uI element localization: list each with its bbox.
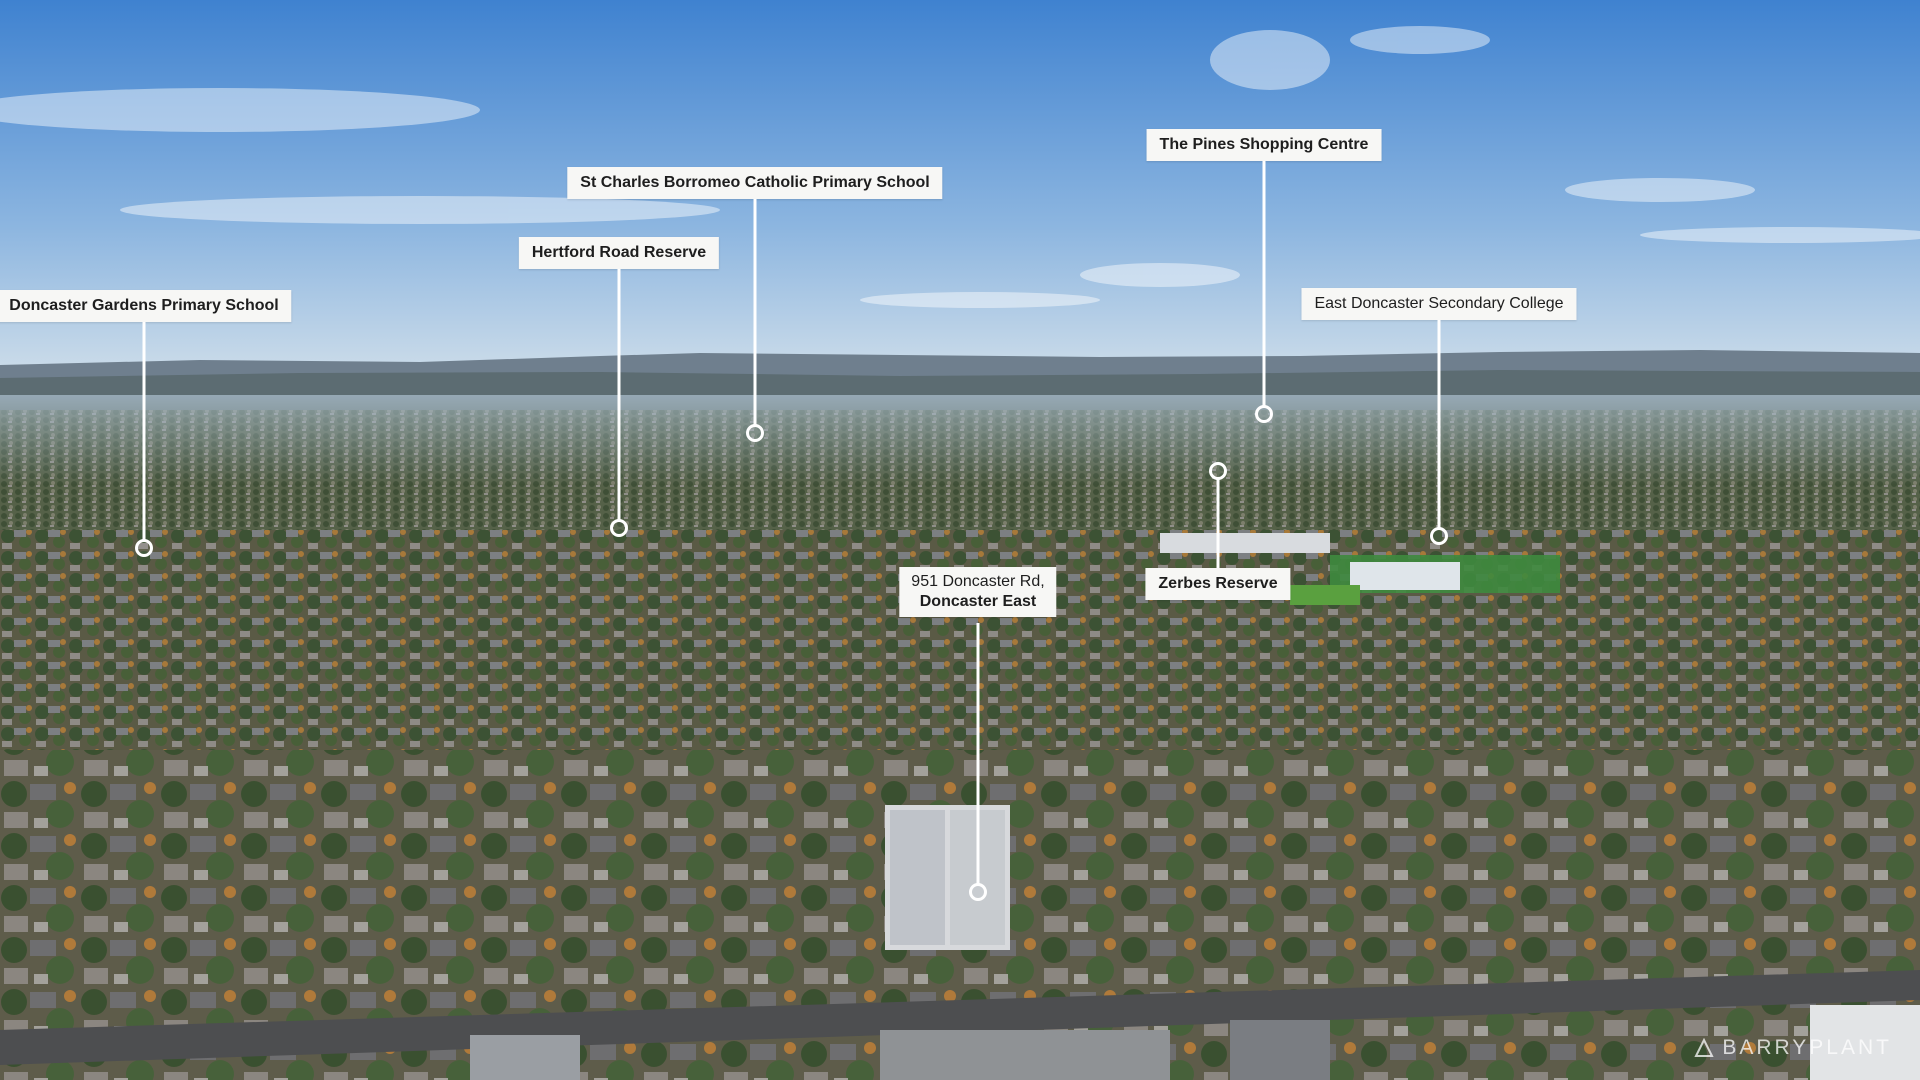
callout-stem (976, 623, 980, 884)
callout-stem (1437, 320, 1441, 528)
callout-label: Zerbes Reserve (1145, 568, 1291, 600)
property-address-line1: 951 Doncaster Rd, (911, 573, 1045, 590)
location-pin-icon (135, 539, 153, 557)
location-pin-icon (610, 519, 628, 537)
location-pin-icon (746, 424, 764, 442)
callout-label: East Doncaster Secondary College (1301, 288, 1577, 320)
callout-stem (1216, 479, 1220, 568)
watermark-text: BARRYPLANT (1722, 1036, 1892, 1059)
location-pin-icon (1255, 405, 1273, 423)
callout-stem (142, 322, 146, 540)
barry-plant-logo-icon (1694, 1038, 1714, 1057)
callout-stem (617, 269, 621, 520)
callout-label: Doncaster Gardens Primary School (0, 290, 292, 322)
property-address-line2: Doncaster East (919, 593, 1037, 610)
callout-label: St Charles Borromeo Catholic Primary Sch… (567, 167, 943, 199)
callout-stem (1262, 161, 1266, 406)
location-pin-icon (1209, 462, 1227, 480)
callout-label: The Pines Shopping Centre (1146, 129, 1382, 161)
location-pin-icon (969, 883, 987, 901)
callout-label: Hertford Road Reserve (518, 237, 720, 269)
property-address-label: 951 Doncaster Rd, Doncaster East (899, 567, 1057, 617)
location-pin-icon (1430, 527, 1448, 545)
agency-watermark: BARRYPLANT (1694, 1036, 1892, 1060)
callout-stem (753, 199, 757, 425)
